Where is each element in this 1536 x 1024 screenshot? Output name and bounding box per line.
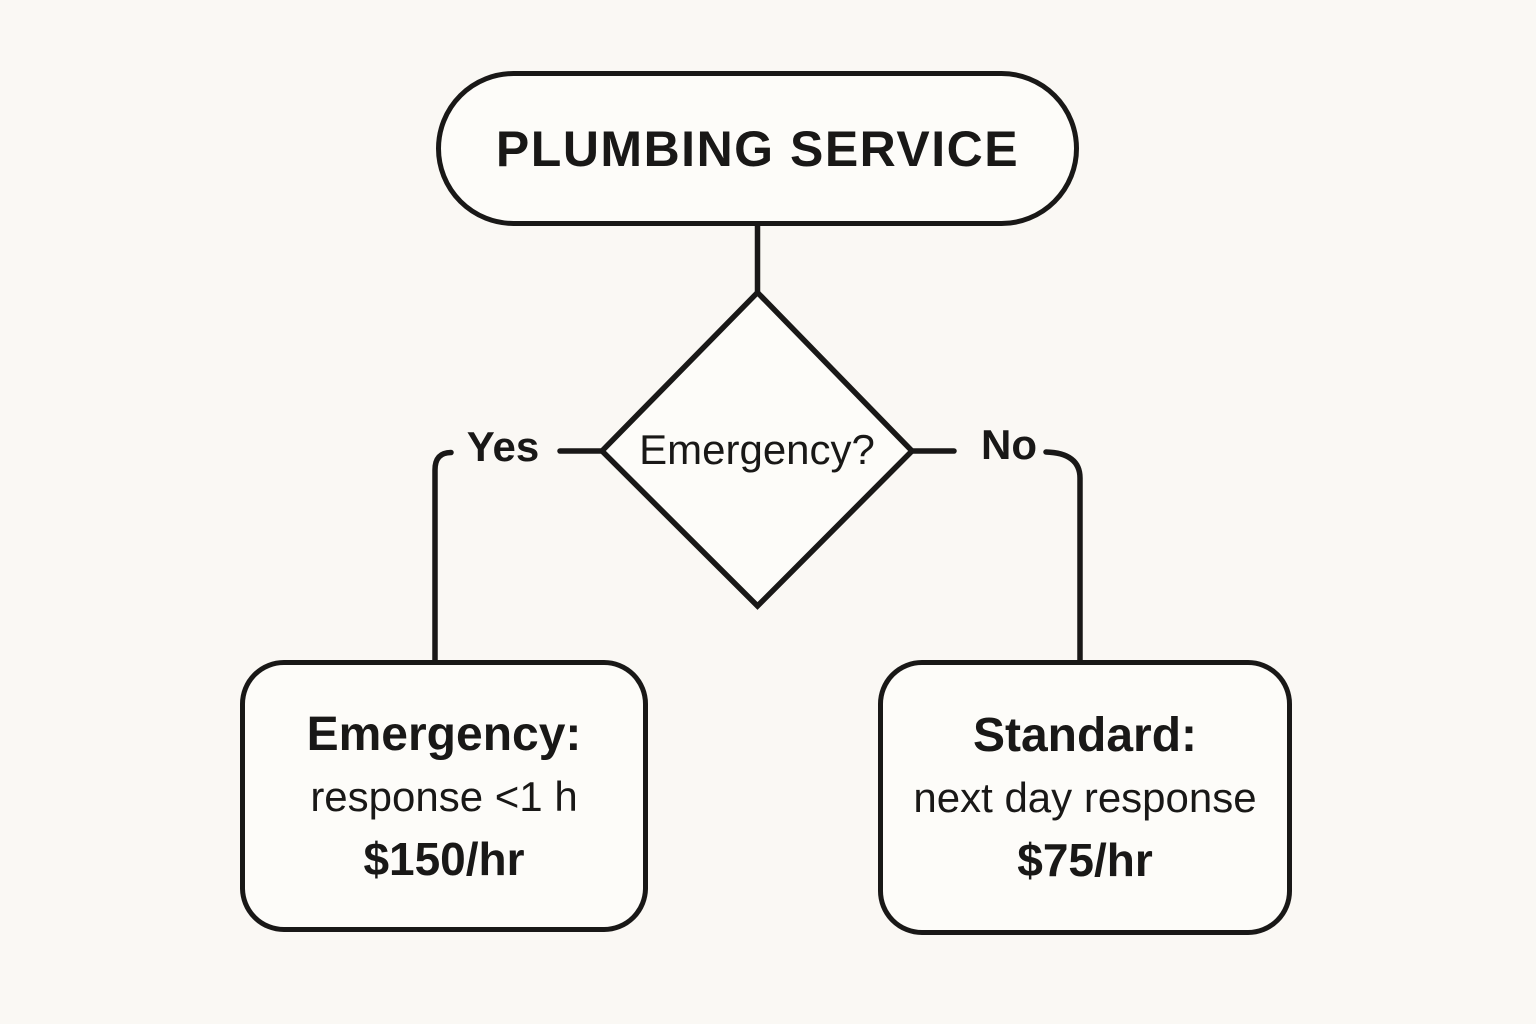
standard-title: Standard: — [972, 709, 1197, 762]
decision-diamond-shape — [598, 288, 916, 610]
connector-yes-to-emergency-node — [432, 449, 454, 666]
emergency-response-time: response <1 h — [310, 772, 578, 820]
standard-rate: $75/hr — [1017, 834, 1153, 886]
branch-label-no: No — [981, 421, 1037, 468]
standard-response-time: next day response — [913, 774, 1257, 821]
decision-emergency-label: Emergency? — [639, 426, 875, 473]
emergency-title: Emergency: — [306, 707, 582, 761]
plumbing-service-label: PLUMBING SERVICE — [495, 120, 1020, 177]
node-emergency-outcome: Emergency: response <1 h $150/hr — [240, 660, 648, 932]
node-plumbing-service: PLUMBING SERVICE — [436, 71, 1079, 226]
branch-label-yes: Yes — [466, 423, 540, 470]
node-standard-outcome: Standard: next day response $75/hr — [878, 660, 1292, 935]
connector-no-to-standard-node — [1043, 449, 1083, 666]
emergency-rate: $150/hr — [363, 832, 525, 885]
